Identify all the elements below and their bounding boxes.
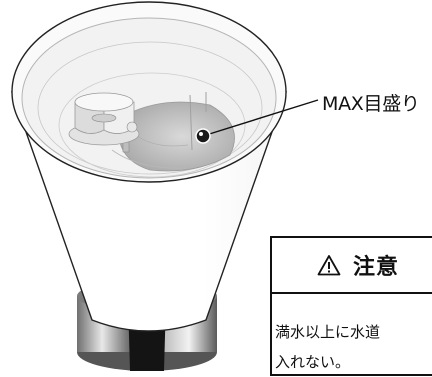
caution-line: 入れない。 — [275, 353, 351, 371]
max-marker — [195, 99, 319, 144]
caution-box: 注意 満水以上に水道 入れない。 — [270, 236, 432, 376]
max-scale-label: MAX目盛り — [322, 93, 420, 115]
caution-body: 満水以上に水道 入れない。 — [272, 294, 432, 377]
caution-line: 満水以上に水道 — [275, 323, 381, 341]
caution-title: 注意 — [353, 255, 400, 280]
water-tank — [11, 1, 287, 183]
caution-header: 注意 — [272, 238, 432, 294]
float-knob — [68, 92, 140, 146]
warning-triangle-icon — [317, 255, 341, 276]
